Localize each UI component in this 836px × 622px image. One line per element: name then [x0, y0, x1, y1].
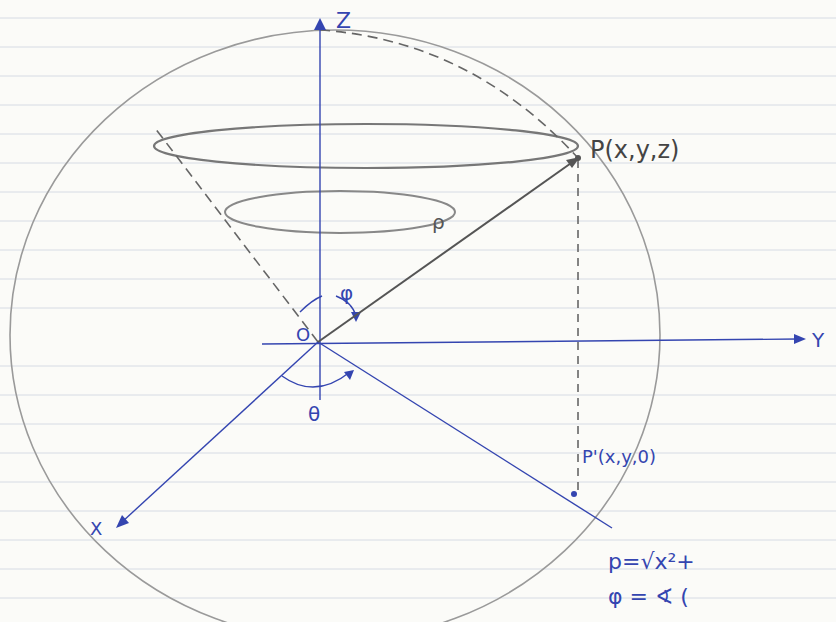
radius-symbol: ρ [432, 212, 445, 232]
point-label: P(x,y,z) [590, 138, 679, 162]
formula: φ = ∢ ( [608, 586, 689, 608]
angle-symbol: θ [308, 404, 320, 424]
ruled-paper [0, 18, 836, 598]
point-label: P'(x,y,0) [582, 448, 656, 466]
radius-vector [318, 155, 581, 342]
formula: p=√x²+ [608, 551, 695, 573]
sphere-pencil [10, 30, 660, 622]
axis-label: X [90, 520, 102, 538]
axes [122, 24, 798, 528]
arrowheads [116, 18, 806, 528]
axis-label: Y [812, 330, 824, 350]
origin-label: O [296, 326, 310, 344]
angle-symbol: φ [340, 283, 353, 303]
axis-label: Z [336, 10, 351, 32]
